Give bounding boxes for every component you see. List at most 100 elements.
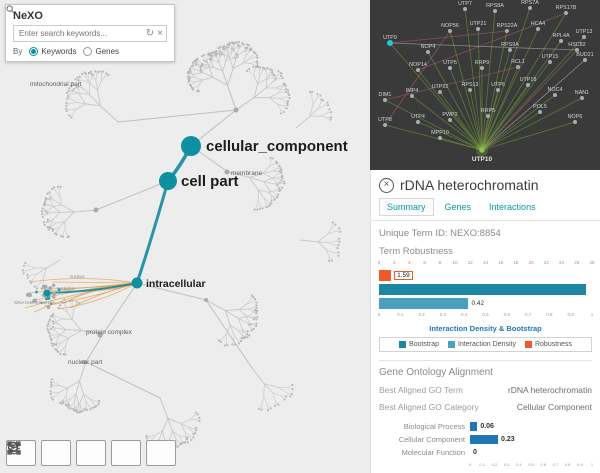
gene-node-RRP9[interactable]	[480, 66, 484, 70]
ontology-node-intracellular[interactable]	[131, 277, 143, 289]
axis-tick: 6	[423, 260, 426, 265]
fit-content-button[interactable]	[7, 440, 106, 466]
close-icon[interactable]: ×	[379, 177, 394, 193]
go-chart-track: 0.23	[470, 435, 592, 444]
go-chart-row-label: Cellular Component	[398, 435, 465, 444]
zoom-out-button[interactable]	[7, 440, 71, 466]
axis-tick: 26	[574, 260, 580, 265]
traverse-button[interactable]	[7, 440, 141, 466]
gene-node-UTP21[interactable]	[476, 27, 480, 31]
gene-node-RPL4A[interactable]	[559, 39, 563, 43]
tab-summary[interactable]: Summary	[379, 198, 434, 216]
gene-label-BUD21: BUD21	[576, 52, 593, 58]
gene-node-BUD21[interactable]	[583, 58, 587, 62]
radio-genes-label: Genes	[95, 47, 120, 56]
gene-label-RRP5: RRP5	[481, 108, 495, 114]
gene-node-DIM1[interactable]	[383, 98, 387, 102]
gene-node-POL5[interactable]	[538, 110, 542, 114]
gene-node-NOC4[interactable]	[553, 93, 557, 97]
gene-label-UTP21: UTP21	[470, 21, 487, 27]
gene-node-UTP6[interactable]	[496, 88, 500, 92]
layers-button[interactable]	[6, 440, 176, 466]
gene-node-PWP2[interactable]	[448, 118, 452, 122]
gene-node-RPS9A[interactable]	[508, 48, 512, 52]
gene-node-RPS22A[interactable]	[505, 29, 509, 33]
gene-label-UTP9: UTP9	[383, 35, 397, 41]
axis-tick: 0.3	[439, 312, 447, 317]
go-chart-row: Cellular Component 0.23	[379, 433, 592, 446]
ontology-node-cellular-component[interactable]	[181, 136, 201, 156]
radio-genes[interactable]: Genes	[83, 47, 119, 56]
ontology-highlight-edge	[135, 180, 170, 284]
gene-label-POL5: POL5	[533, 104, 547, 110]
gene-label-HSC82: HSC82	[568, 42, 585, 48]
gene-node-UTP22[interactable]	[438, 90, 442, 94]
ontology-background-tree	[21, 40, 342, 450]
gene-node-NOP4[interactable]	[426, 50, 430, 54]
gene-node-UTP18[interactable]	[526, 83, 530, 87]
details-header: × rDNA heterochromatin	[379, 177, 592, 193]
clear-icon[interactable]: ×	[157, 27, 163, 39]
axis-tick: 0.5	[528, 461, 534, 467]
gene-node-RPS13[interactable]	[468, 88, 472, 92]
bar-fill	[379, 270, 392, 281]
gene-node-RPS7A[interactable]	[528, 6, 532, 10]
reset-icon[interactable]: ↻	[145, 27, 155, 39]
axis-tick: 2	[392, 260, 396, 265]
gene-node-HCA4[interactable]	[536, 27, 540, 31]
go-chart-track: 0	[470, 448, 592, 457]
gene-label-UTP10: UTP10	[472, 156, 493, 163]
gene-node-NOP6[interactable]	[573, 120, 577, 124]
gene-node-UTP7[interactable]	[463, 7, 467, 11]
gene-node-NAN1[interactable]	[580, 96, 584, 100]
ontology-term-label: protein complex	[86, 329, 133, 336]
gene-label-UTP7: UTP7	[458, 1, 472, 7]
gene-node-RPS8A[interactable]	[493, 9, 497, 13]
gene-label-RPS7A: RPS7A	[521, 0, 539, 6]
axis-tick: 8	[438, 260, 442, 265]
tab-genes[interactable]: Genes	[444, 202, 472, 212]
gene-node-IMP4[interactable]	[410, 94, 414, 98]
radio-dot-genes	[83, 47, 93, 56]
gene-node-UTP5[interactable]	[448, 66, 452, 70]
bar-value-label: 0.42	[471, 300, 485, 307]
gene-node-HSC82[interactable]	[575, 48, 579, 52]
gene-node-UTP4[interactable]	[416, 120, 420, 124]
bar-fill	[379, 284, 586, 295]
ontology-node-selected-term[interactable]	[43, 289, 51, 297]
ontology-node-cell-part[interactable]	[159, 172, 177, 190]
gene-node-UTP15[interactable]	[548, 60, 552, 64]
radio-keywords[interactable]: Keywords	[29, 47, 76, 56]
axis-tick: 0.1	[397, 312, 404, 317]
bar-robustness: 1.59	[379, 270, 592, 281]
search-input[interactable]	[17, 28, 140, 39]
gene-node-MPP10[interactable]	[438, 136, 442, 140]
gene-node-NOP14[interactable]	[416, 68, 420, 72]
robustness-axis-caption: Interaction Density & Bootstrap	[429, 324, 542, 333]
by-label: By	[13, 47, 23, 56]
gene-node-RRP5[interactable]	[486, 114, 490, 118]
bar-fill	[379, 298, 469, 309]
gene-node-RCL1[interactable]	[516, 65, 520, 69]
go-chart-value: 0.06	[480, 423, 494, 430]
gene-label-UTP5: UTP5	[443, 60, 457, 66]
gene-node-UTP8[interactable]	[383, 123, 387, 127]
gene-node-RPS17B[interactable]	[564, 11, 568, 15]
gene-label-HCA4: HCA4	[531, 21, 545, 27]
go-chart-track: 0.06	[470, 422, 592, 431]
gene-node-NOP56[interactable]	[448, 29, 452, 33]
tab-interactions[interactable]: Interactions	[489, 202, 536, 212]
gene-label-UTP22: UTP22	[432, 84, 449, 90]
gene-node-UTP13[interactable]	[582, 35, 586, 39]
go-term-value: rDNA heterochromatin	[507, 385, 592, 395]
gene-node-UTP9[interactable]	[387, 40, 393, 46]
gene-node-UTP10[interactable]	[479, 147, 485, 153]
axis-tick: 1	[590, 312, 594, 317]
details-tabs: Summary Genes Interactions	[379, 198, 592, 216]
gene-label-UTP13: UTP13	[576, 29, 593, 35]
